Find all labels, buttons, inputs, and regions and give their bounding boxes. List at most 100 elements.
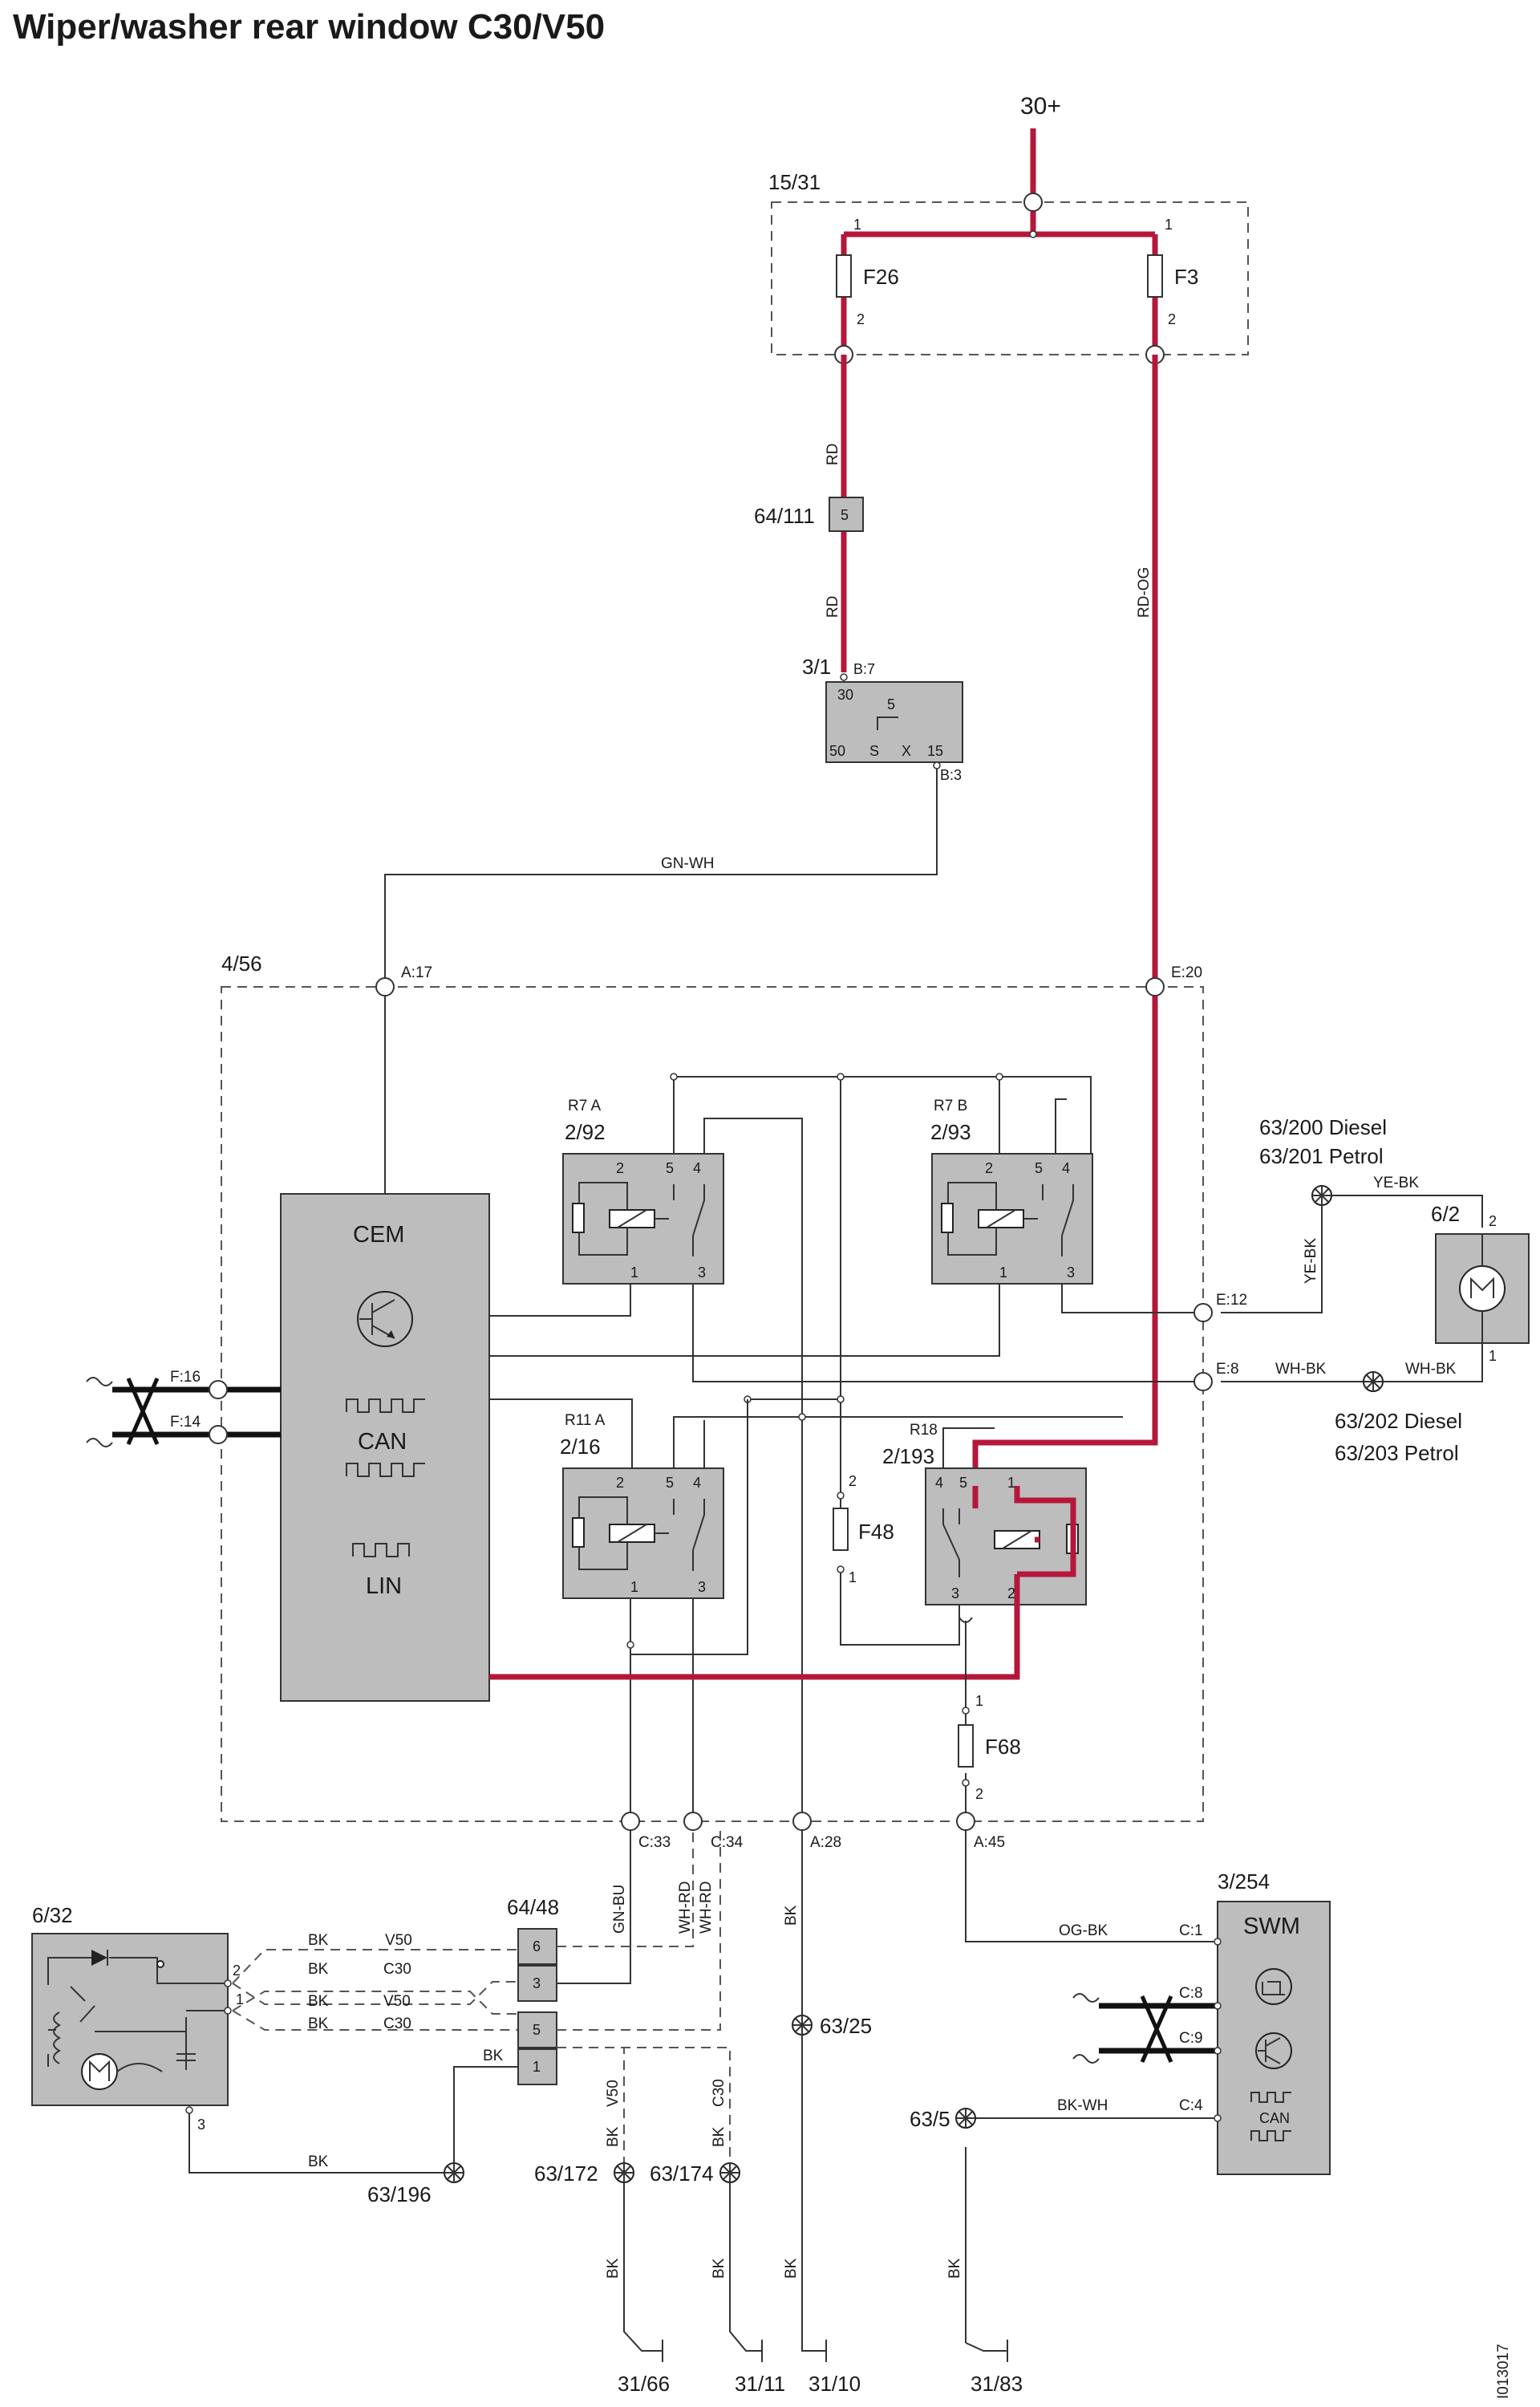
wire-bk-h: BK <box>711 2126 727 2147</box>
swm-break-icon-2 <box>1072 2054 1100 2064</box>
wire-wh-bk-1: WH-BK <box>1275 1361 1327 1378</box>
splice-63-202-icon <box>1363 1371 1384 1392</box>
splice-63-196-label: 63/196 <box>367 2182 432 2206</box>
splice-63-174-label: 63/174 <box>650 2161 714 2186</box>
swm-can-icon-top <box>1250 2092 1291 2103</box>
cem-can-label: CAN <box>358 1429 407 1455</box>
rd-og-wire <box>972 355 1158 1486</box>
wire-v50-b: V50 <box>383 1993 411 2010</box>
relay-r7b-id: 2/93 <box>930 1120 971 1144</box>
can-break-icon-1 <box>86 1377 113 1386</box>
f68-pin2: 2 <box>975 1786 983 1802</box>
cem-label: CEM <box>353 1222 404 1248</box>
wire-gn-wh: GN-WH <box>661 855 714 872</box>
swm-break-icon-1 <box>1072 1993 1100 2003</box>
swm-pin-c1: C:1 <box>1179 1922 1203 1939</box>
og-bk-wire <box>965 1830 1218 1942</box>
swm-pin-c4: C:4 <box>1179 2097 1203 2114</box>
wire-bk-g: BK <box>605 2126 622 2147</box>
splice-63-25-label: 63/25 <box>820 2014 872 2038</box>
relay-r7a-name: R7 A <box>568 1098 602 1114</box>
connector-64-111 <box>829 497 864 532</box>
r18-pin2: 2 <box>1007 1585 1015 1601</box>
splice-63-5-label: 63/5 <box>910 2107 950 2131</box>
f26-pin1: 1 <box>853 217 861 233</box>
connector-64-48-pin6 <box>517 1928 557 1965</box>
relay-r7a-coil-icon <box>572 1182 705 1256</box>
r7a-pin4: 4 <box>693 1160 701 1176</box>
ignition-t30: 30 <box>837 687 853 703</box>
fuse-box-outline <box>771 201 1249 355</box>
fuse-f68-icon <box>958 1724 974 1768</box>
splice-63-174-icon <box>719 2162 740 2183</box>
wiper-motor <box>31 1933 229 2106</box>
swm-lamp-icon <box>1255 1968 1292 2005</box>
pump-splice-top-1: 63/200 Diesel <box>1259 1115 1387 1139</box>
wire-gn-bu: GN-BU <box>611 1885 628 1934</box>
f3-pin2: 2 <box>1168 311 1176 327</box>
fuse-f68-label: F68 <box>985 1735 1021 1759</box>
wire-bk-c: BK <box>308 1993 329 2010</box>
f48-pin2: 2 <box>849 1473 857 1489</box>
r18-pin3: 3 <box>951 1585 959 1601</box>
swm-pin-c8: C:8 <box>1179 1985 1203 2002</box>
f3-pin1: 1 <box>1165 217 1173 233</box>
connector-64-48-label: 64/48 <box>507 1895 559 1919</box>
lin-signal-icon <box>352 1543 410 1557</box>
f48-pin1: 1 <box>849 1569 857 1585</box>
wire-c30-c: C30 <box>711 2079 727 2107</box>
cem-pin-a28: A:28 <box>810 1834 841 1851</box>
can-break-icon-2 <box>86 1438 113 1447</box>
connector-pin-3: 3 <box>533 1975 541 1991</box>
r7b-pin5: 5 <box>1035 1160 1043 1176</box>
pump-motor-icon <box>1459 1234 1506 1343</box>
r7a-pin5: 5 <box>666 1160 674 1176</box>
fuse-f26-icon <box>836 254 852 298</box>
swm-can-label: CAN <box>1259 2110 1290 2126</box>
connector-64-111-pin: 5 <box>841 507 849 523</box>
splice-63-196-icon <box>444 2162 464 2183</box>
cem-pin-a45: A:45 <box>974 1834 1005 1851</box>
connector-pin-1: 1 <box>533 2059 541 2075</box>
ignition-switch-contact-icon <box>877 716 898 730</box>
splice-63-172-icon <box>614 2162 634 2183</box>
fuse-split-dot <box>1029 230 1037 238</box>
fuse-f3-label: F3 <box>1174 265 1198 289</box>
pump-splice-top-2: 63/201 Petrol <box>1259 1144 1384 1168</box>
wire-bk-b: BK <box>308 1961 329 1978</box>
r11a-pin1: 1 <box>630 1579 638 1595</box>
wire-bk-wh: BK-WH <box>1057 2097 1108 2114</box>
ground-alt-dashed <box>557 2047 731 2173</box>
can-signal-icon-top <box>346 1398 425 1413</box>
pump-splice-bot-1: 63/202 Diesel <box>1335 1409 1462 1433</box>
wire-og-bk: OG-BK <box>1059 1922 1108 1939</box>
wire-wh-rd-1: WH-RD <box>677 1881 694 1934</box>
splice-63-25-icon <box>792 2015 813 2036</box>
connector-64-111-label: 64/111 <box>754 504 815 528</box>
fuse-box-id: 15/31 <box>768 170 821 194</box>
r7b-pin4: 4 <box>1062 1160 1070 1176</box>
diagram-title: Wiper/washer rear window C30/V50 <box>13 7 605 47</box>
r11a-top-link <box>748 1399 841 1417</box>
cem-module-outline <box>221 986 1204 1822</box>
wire-rd-1: RD <box>825 444 841 465</box>
ignition-t50: 50 <box>829 743 845 759</box>
ignition-pin-b7: B:7 <box>853 661 875 677</box>
wh-rd-dashed-wires <box>557 1830 721 2031</box>
cem-pin-e20: E:20 <box>1171 964 1202 981</box>
cem-pin-e12: E:12 <box>1216 1292 1247 1309</box>
wire-bk-e: BK <box>483 2048 504 2064</box>
r18-pin3-crossover <box>958 1605 973 1693</box>
wh-bk-wire <box>1221 1343 1483 1382</box>
r11a-pin3: 3 <box>698 1579 706 1595</box>
r11a-pin2: 2 <box>616 1475 624 1491</box>
wire-bk-i: BK <box>605 2258 622 2279</box>
ignition-tx: X <box>902 743 911 759</box>
wire-v50-a: V50 <box>385 1932 412 1949</box>
r7a-pin4-wire <box>703 1118 803 1815</box>
motor-pin2: 2 <box>233 1963 241 1979</box>
r18-pin4: 4 <box>935 1475 943 1491</box>
fuse-f3-icon <box>1147 254 1163 298</box>
wire-bk-k: BK <box>783 2258 800 2279</box>
cem-pin-a17-node <box>375 977 395 996</box>
